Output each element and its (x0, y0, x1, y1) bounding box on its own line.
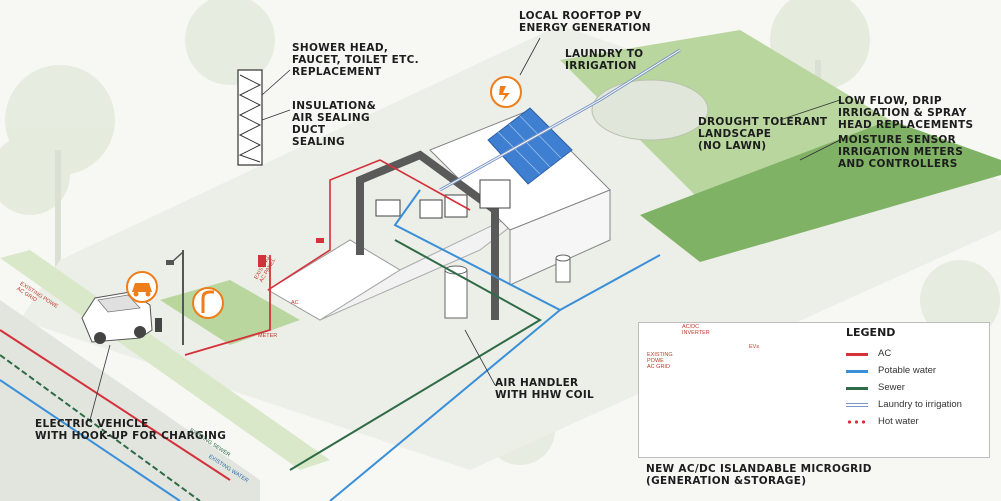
small-label-ac: AC (291, 300, 299, 306)
label-insulation: INSULATION& AIR SEALING DUCT SEALING (292, 100, 377, 148)
house (258, 107, 611, 321)
legend-item: Sewer (846, 379, 986, 396)
legend-swatch (846, 416, 868, 427)
label-rooftop-pv: LOCAL ROOFTOP PV ENERGY GENERATION (519, 10, 651, 34)
label-laundry: LAUNDRY TO IRRIGATION (565, 48, 644, 72)
legend-label: Sewer (878, 382, 905, 393)
utility-lines (0, 48, 681, 501)
inset-label-existing-grid: EXISTING POWE AC GRID (647, 352, 673, 370)
legend-label: Hot water (878, 416, 919, 427)
leader-lines (89, 37, 841, 421)
house-section-frame (356, 150, 499, 320)
inset-label-evs: EVs (749, 344, 760, 350)
legend-title: LEGEND (846, 326, 896, 339)
legend-swatch (846, 353, 868, 356)
small-label-meter: METER (258, 333, 278, 339)
legend-swatch (846, 370, 868, 373)
label-shower-head: SHOWER HEAD, FAUCET, TOILET ETC. REPLACE… (292, 42, 419, 78)
street-lamp (166, 250, 184, 345)
garden-circle (591, 79, 709, 141)
sidewalk-strip (0, 250, 330, 470)
solar-bolt-icon (490, 76, 522, 108)
ev-charging-icon (126, 271, 158, 303)
legend-label: Laundry to irrigation (878, 399, 962, 410)
label-moisture: MOISTURE SENSOR IRRIGATION METERS AND CO… (838, 134, 964, 170)
label-drought: DROUGHT TOLERANT LANDSCAPE (NO LAWN) (698, 116, 828, 152)
street (0, 300, 260, 501)
street-lamp-icon (192, 287, 224, 319)
electric-vehicle (81, 291, 162, 344)
legend-item: Hot water (846, 413, 986, 430)
ac-panel (258, 255, 266, 267)
drought-landscape-2 (640, 120, 1001, 262)
legend-label: AC (878, 348, 892, 359)
label-air-handler: AIR HANDLER WITH HHW COIL (495, 377, 595, 401)
label-microgrid: NEW AC/DC ISLANDABLE MICROGRID (GENERATI… (646, 463, 872, 487)
inset-label-inverter: AC/DC INVERTER (682, 324, 710, 336)
legend-item: Laundry to irrigation (846, 396, 986, 413)
legend-swatch (846, 402, 868, 407)
insulation-wall-sample (237, 69, 263, 166)
label-ev: ELECTRIC VEHICLE WITH HOOK-UP FOR CHARGI… (35, 418, 227, 442)
legend-item: AC (846, 345, 986, 362)
legend-item: Potable water (846, 362, 986, 379)
label-low-flow: LOW FLOW, DRIP IRRIGATION & SPRAY HEAD R… (838, 95, 974, 131)
legend-label: Potable water (878, 365, 937, 376)
microgrid-inset (638, 322, 990, 458)
legend-swatch (846, 387, 868, 390)
